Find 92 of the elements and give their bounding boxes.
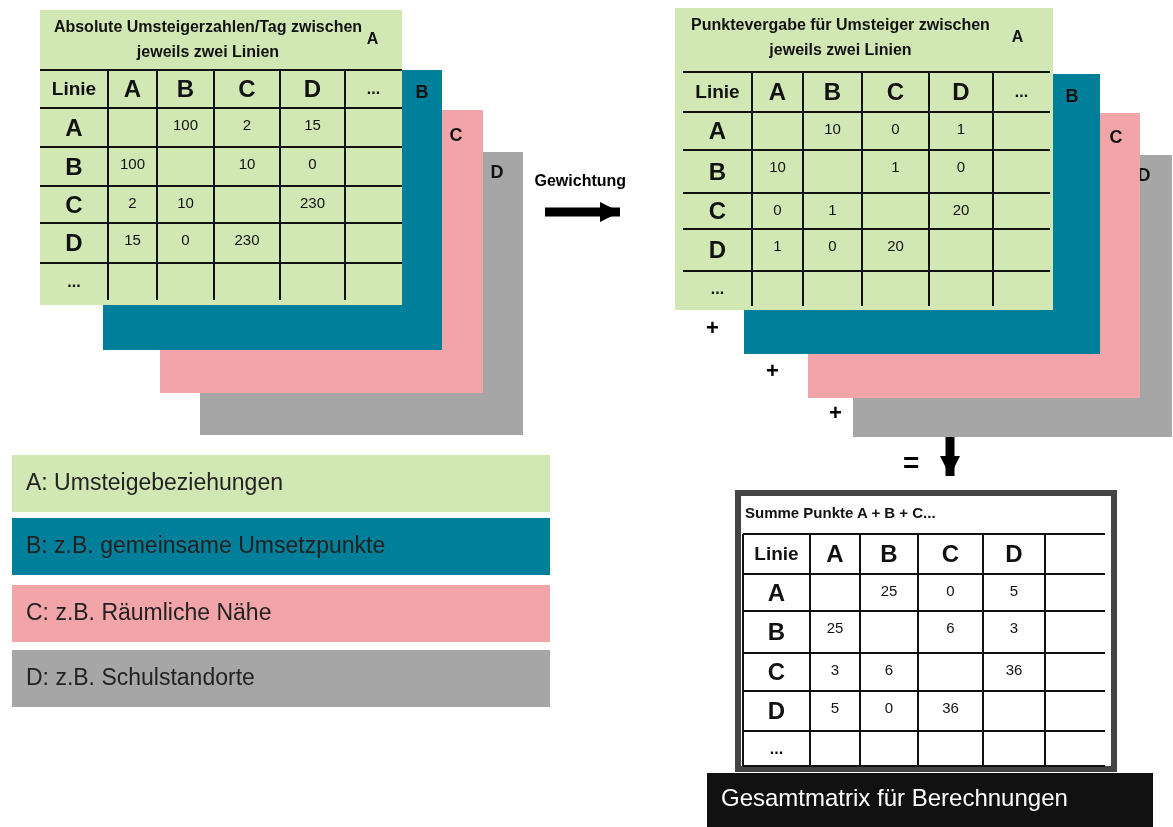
matrix-value: 15 xyxy=(303,115,322,135)
row-header: ... xyxy=(768,738,785,759)
matrix-value: 230 xyxy=(233,230,261,250)
matrix-value: 3 xyxy=(829,660,841,680)
layer-letter: C xyxy=(1108,127,1124,149)
plus-sign: + xyxy=(766,358,779,384)
matrix-value: 5 xyxy=(829,698,841,718)
column-header: B xyxy=(879,539,899,569)
row-header: ... xyxy=(66,271,82,292)
matrix-value: 20 xyxy=(951,200,971,220)
caption-bar xyxy=(707,773,1153,827)
matrix-value: 0 xyxy=(890,119,901,139)
matrix-title: Punktevergabe für Umsteiger zwischen jeweils zwei Linien xyxy=(690,15,991,60)
matrix-value: 10 xyxy=(768,157,787,177)
column-header: D xyxy=(302,74,323,104)
matrix-value: 6 xyxy=(945,618,956,638)
matrix-value: 10 xyxy=(176,193,195,213)
column-header: C xyxy=(885,77,906,107)
column-header: A xyxy=(122,74,143,104)
row-header: D xyxy=(707,235,728,265)
matrix-value: 1 xyxy=(772,236,783,256)
matrix-value: 2 xyxy=(127,193,138,213)
caption-text: Gesamtmatrix für Berechnungen xyxy=(721,784,1068,812)
matrix-value: 2 xyxy=(241,115,253,135)
column-header: Linie xyxy=(50,77,98,101)
column-header: Linie xyxy=(694,80,741,104)
column-header: Linie xyxy=(753,542,800,566)
matrix-value: 20 xyxy=(886,236,905,256)
matrix-value: 1 xyxy=(955,119,967,139)
row-header: D xyxy=(64,228,84,258)
row-header: A xyxy=(64,112,84,143)
layer-letter: B xyxy=(414,82,430,104)
matrix-value: 100 xyxy=(172,115,199,135)
legend-text: A: Umsteigebeziehungen xyxy=(26,469,283,496)
matrix-value: 1 xyxy=(827,200,838,220)
row-header: D xyxy=(766,696,787,726)
row-header: B xyxy=(766,617,787,647)
column-header: ... xyxy=(1013,82,1030,102)
matrix-value: 0 xyxy=(772,200,783,220)
column-header: D xyxy=(1004,539,1024,569)
matrix-value: 0 xyxy=(180,230,191,250)
layer-letter: D xyxy=(489,162,505,184)
legend-text: C: z.B. Räumliche Nähe xyxy=(26,599,272,626)
matrix-value: 6 xyxy=(883,660,895,680)
matrix-value: 0 xyxy=(955,157,967,177)
matrix-value: 10 xyxy=(823,119,842,139)
legend-text: D: z.B. Schulstandorte xyxy=(26,664,255,691)
row-header: A xyxy=(766,577,787,608)
matrix-value: 25 xyxy=(825,618,845,638)
layer-letter: A xyxy=(1010,28,1025,47)
matrix-value: 0 xyxy=(307,154,318,174)
matrix-sheet xyxy=(675,8,1053,310)
row-header: C xyxy=(707,196,728,226)
row-header: B xyxy=(64,151,84,182)
matrix-value: 3 xyxy=(1008,618,1020,638)
matrix-value: 0 xyxy=(883,698,895,718)
column-header: D xyxy=(951,77,971,107)
matrix-sheet xyxy=(40,10,402,305)
matrix-value: 0 xyxy=(827,236,838,256)
row-header: B xyxy=(707,156,728,187)
column-header: B xyxy=(175,74,196,104)
column-header: C xyxy=(237,74,257,104)
matrix-value: 100 xyxy=(119,154,146,174)
column-header: A xyxy=(825,539,845,569)
column-header: B xyxy=(822,77,843,107)
legend-text: B: z.B. gemeinsame Umsetzpunkte xyxy=(26,532,386,559)
edge-label: Gewichtung xyxy=(534,172,627,190)
row-header: ... xyxy=(709,278,726,299)
matrix-value: 25 xyxy=(879,581,899,601)
row-header: C xyxy=(64,189,84,220)
equals-sign: = xyxy=(903,447,920,479)
plus-sign: + xyxy=(829,400,842,426)
result-matrix-panel xyxy=(735,490,1117,772)
matrix-value: 15 xyxy=(123,230,142,250)
matrix-value: 230 xyxy=(299,193,326,213)
matrix-value: 10 xyxy=(237,154,257,174)
row-header: A xyxy=(707,116,728,146)
matrix-value: 0 xyxy=(945,581,956,601)
layer-letter: A xyxy=(365,30,380,49)
matrix-value: 1 xyxy=(890,157,901,177)
matrix-value: 36 xyxy=(1004,660,1024,680)
matrix-title: Summe Punkte A + B + C... xyxy=(745,503,937,523)
plus-sign: + xyxy=(706,315,719,341)
layer-letter: B xyxy=(1064,86,1080,108)
matrix-title: Absolute Umsteigerzahlen/Tag zwischen jeweils zwei Linien xyxy=(52,17,364,62)
matrix-value: 36 xyxy=(941,698,960,718)
column-header: C xyxy=(940,539,961,569)
row-header: C xyxy=(766,657,787,687)
matrix-value: 5 xyxy=(1008,581,1020,601)
column-header: A xyxy=(767,77,788,107)
column-header: ... xyxy=(365,79,382,99)
layer-letter: C xyxy=(448,125,464,147)
